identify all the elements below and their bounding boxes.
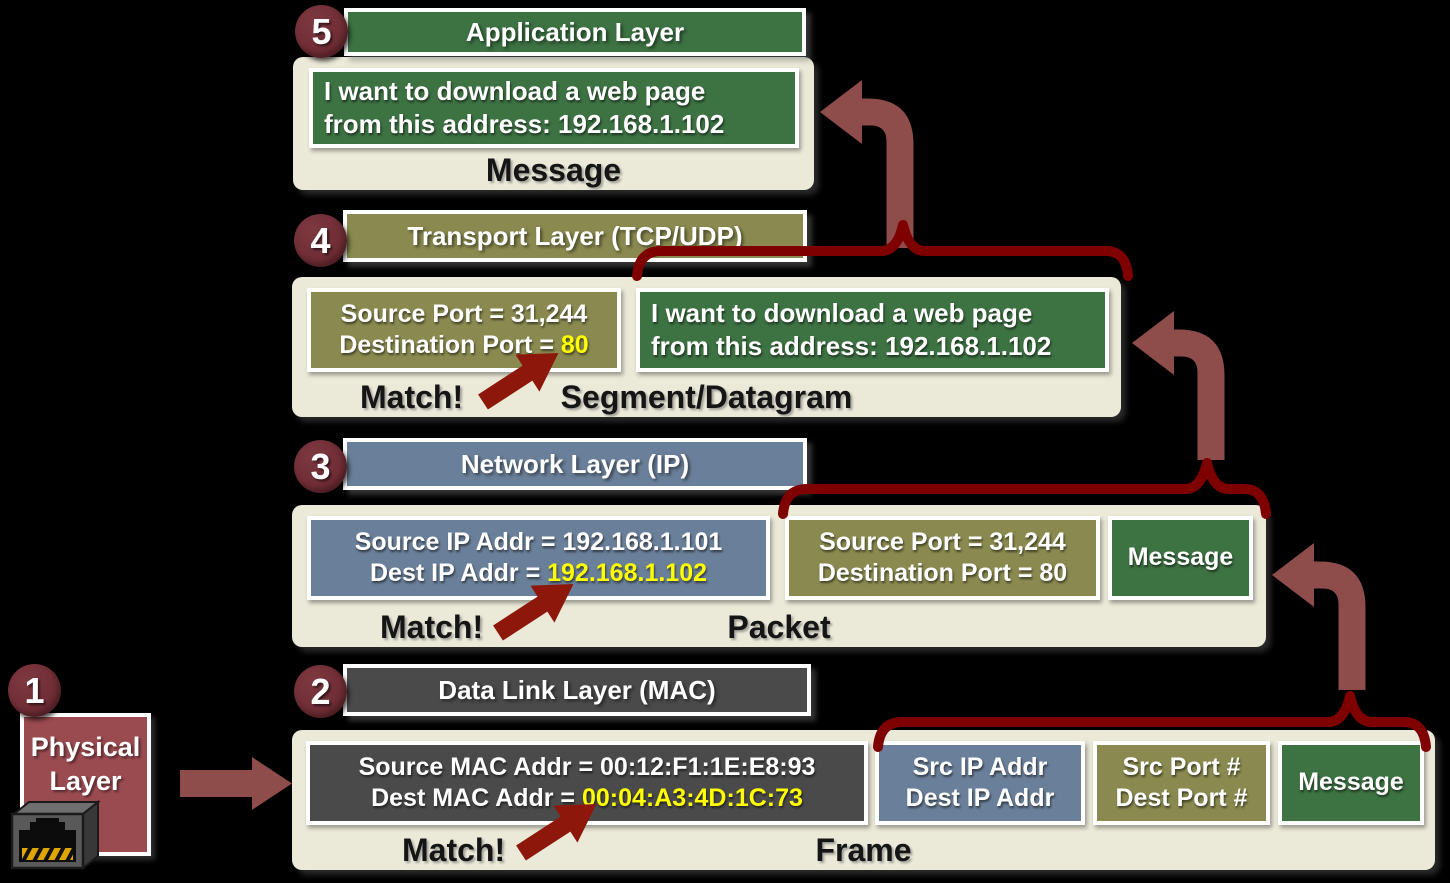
dest-ip-line: Dest IP Addr = 192.168.1.102 (369, 559, 708, 587)
frame-message-box: Message (1278, 741, 1424, 825)
segment-to-message-arrow-icon (820, 80, 914, 248)
packet-panel: Source IP Addr = 192.168.1.101 Dest IP A… (292, 505, 1266, 647)
network-layer-header: Network Layer (IP) (343, 438, 807, 490)
dest-mac-value: 00:04:A3:4D:1C:73 (581, 784, 803, 812)
segment-message-line2: from this address: 192.168.1.102 (651, 331, 1052, 361)
ip-addresses-box: Source IP Addr = 192.168.1.101 Dest IP A… (307, 516, 770, 600)
message-text-line1: I want to download a web page (324, 76, 706, 107)
segment-message-line1: I want to download a web page (651, 298, 1033, 329)
dest-ip-value: 192.168.1.102 (547, 559, 708, 587)
port-match-label: Match! (360, 379, 464, 415)
packet-pdu-label: Packet (727, 609, 831, 645)
tcp-ports-box: Source Port = 31,244 Destination Port = … (307, 288, 621, 372)
message-panel: I want to download a web page from this … (293, 57, 814, 190)
transport-layer-header: Transport Layer (TCP/UDP) (343, 210, 807, 262)
dest-mac-line: Dest MAC Addr = 00:04:A3:4D:1C:73 (371, 784, 803, 812)
packet-dest-port-text: Destination Port = 80 (817, 559, 1068, 587)
data-link-layer-header: Data Link Layer (MAC) (343, 664, 811, 716)
layer-1-badge: 1 (8, 664, 61, 717)
frame-pdu-label: Frame (815, 832, 912, 868)
packet-to-segment-arrow-icon (1132, 311, 1225, 460)
packet-message-label: Message (1127, 543, 1234, 572)
frame-port-box: Src Port # Dest Port # (1093, 741, 1270, 825)
application-layer-header: Application Layer (344, 8, 806, 56)
segment-pdu-label: Segment/Datagram (560, 379, 853, 415)
frame-dest-port-label: Dest Port # (1115, 784, 1248, 812)
message-text-line2: from this address: 192.168.1.102 (324, 109, 725, 139)
packet-message-box: Message (1108, 516, 1253, 600)
mac-match-label: Match! (402, 832, 506, 868)
segment-message-box: I want to download a web page from this … (636, 288, 1109, 372)
frame-src-ip-label: Src IP Addr (912, 752, 1048, 781)
physical-label-line2: Layer (49, 765, 122, 796)
message-pdu-label: Message (485, 152, 622, 188)
packet-source-port-text: Source Port = 31,244 (819, 527, 1066, 556)
message-content-box: I want to download a web page from this … (309, 68, 799, 148)
source-ip-text: Source IP Addr = 192.168.1.101 (354, 527, 723, 556)
dest-port-value: 80 (560, 331, 589, 359)
physical-to-datalink-arrow-icon (180, 757, 292, 810)
layer-4-badge: 4 (294, 214, 347, 267)
frame-dest-ip-label: Dest IP Addr (905, 784, 1055, 812)
frame-to-packet-arrow-icon (1272, 543, 1366, 690)
layer-2-badge: 2 (294, 665, 347, 718)
dest-port-line: Destination Port = 80 (339, 331, 589, 359)
physical-label-line1: Physical (30, 732, 141, 762)
mac-addresses-box: Source MAC Addr = 00:12:F1:1E:E8:93 Dest… (306, 741, 868, 825)
frame-ip-box: Src IP Addr Dest IP Addr (875, 741, 1085, 825)
layer-5-badge: 5 (295, 5, 348, 58)
frame-src-port-label: Src Port # (1122, 752, 1241, 781)
frame-message-label: Message (1298, 768, 1404, 797)
segment-panel: Source Port = 31,244 Destination Port = … (292, 277, 1121, 417)
source-mac-text: Source MAC Addr = 00:12:F1:1E:E8:93 (358, 752, 816, 781)
packet-ports-box: Source Port = 31,244 Destination Port = … (785, 516, 1100, 600)
source-port-text: Source Port = 31,244 (340, 299, 588, 328)
ethernet-jack-icon (10, 799, 101, 871)
layer-3-badge: 3 (294, 440, 347, 493)
frame-panel: Source MAC Addr = 00:12:F1:1E:E8:93 Dest… (292, 730, 1435, 870)
ip-match-label: Match! (380, 609, 484, 645)
